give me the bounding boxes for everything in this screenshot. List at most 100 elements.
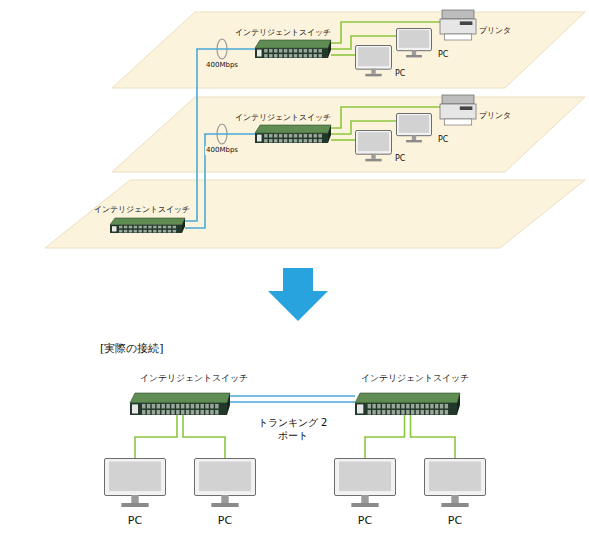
- pc-icon: [396, 113, 432, 143]
- printer-lid: [442, 10, 474, 19]
- network-cable: [230, 396, 355, 402]
- network-cable: [411, 415, 456, 458]
- switch-port: [421, 404, 424, 409]
- pc-device: PC: [355, 130, 392, 162]
- switch-port: [191, 404, 194, 409]
- switch-port: [299, 49, 302, 52]
- monitor-neck: [221, 495, 228, 503]
- switch-port: [119, 230, 122, 233]
- switch-port: [129, 226, 132, 229]
- section-heading: [実際の接続]: [100, 341, 164, 356]
- switch-port: [215, 404, 218, 409]
- monitor-frame: [397, 29, 432, 51]
- switch-port: [382, 404, 385, 409]
- switch-port: [421, 410, 424, 415]
- switch-port: [143, 230, 146, 233]
- pc-device: PC: [424, 458, 486, 508]
- switch-port: [143, 226, 146, 229]
- network-cable: [185, 49, 255, 221]
- pc-device: PC: [104, 458, 166, 508]
- switch-top: [355, 393, 460, 403]
- switch-front: [110, 225, 182, 233]
- switch-port: [163, 226, 166, 229]
- pc-device: PC: [194, 458, 256, 508]
- switch-port: [435, 404, 438, 409]
- printer-tray: [444, 119, 471, 125]
- switch-port: [304, 54, 307, 57]
- pc-icon: [104, 458, 166, 508]
- monitor-base: [121, 503, 148, 507]
- switch-port: [314, 139, 317, 142]
- switch-port: [392, 404, 395, 409]
- switch-port: [162, 404, 165, 409]
- switch-port: [309, 134, 312, 137]
- device-label: PC: [128, 514, 142, 527]
- switch-port: [299, 54, 302, 57]
- switch-icon: [110, 218, 185, 233]
- network-cable: [331, 139, 355, 141]
- switch-port: [152, 404, 155, 409]
- switch-port: [142, 404, 145, 409]
- switch-port: [314, 49, 317, 52]
- pc-device: PC: [396, 28, 432, 58]
- printer-lid: [442, 95, 474, 104]
- switch-logo: [112, 226, 117, 231]
- switch-top: [110, 218, 185, 225]
- printer-tray: [444, 34, 471, 40]
- switch-port: [318, 54, 321, 57]
- switch-port: [142, 410, 145, 415]
- switch-port: [210, 404, 213, 409]
- switch-port: [264, 139, 267, 142]
- switch-port: [284, 134, 287, 137]
- switch-port: [139, 230, 142, 233]
- switch-port: [173, 230, 176, 233]
- switch-port: [269, 134, 272, 137]
- device-label: インテリジェントスイッチ: [94, 205, 190, 215]
- switch-port: [269, 49, 272, 52]
- switch-port: [152, 410, 155, 415]
- switch-port: [387, 410, 390, 415]
- switch-port: [411, 404, 414, 409]
- switch-port: [318, 139, 321, 142]
- switch-port: [157, 410, 160, 415]
- pc-icon: [355, 45, 392, 77]
- switch-port: [368, 404, 371, 409]
- switch-port: [129, 230, 132, 233]
- switch-port: [215, 410, 218, 415]
- floor-plane: [112, 97, 585, 172]
- switch-port: [196, 410, 199, 415]
- switch-device: インテリジェントスイッチ: [255, 40, 331, 58]
- monitor-neck: [131, 495, 138, 503]
- switch-logo: [357, 404, 363, 413]
- device-label: インテリジェントスイッチ: [235, 113, 331, 123]
- printer-panel: [460, 21, 473, 25]
- switch-port: [309, 54, 312, 57]
- switch-port: [406, 410, 409, 415]
- link-label: 400Mbps: [205, 146, 239, 155]
- switch-top: [255, 40, 331, 48]
- switch-port: [148, 230, 151, 233]
- switch-icon: [355, 393, 460, 415]
- pc-icon: [355, 130, 392, 162]
- switch-front: [355, 403, 457, 415]
- switch-port: [304, 134, 307, 137]
- switch-port: [176, 404, 179, 409]
- switch-port: [181, 404, 184, 409]
- device-label: PC: [358, 514, 372, 527]
- device-label: プリンタ: [479, 111, 511, 121]
- switch-port: [186, 410, 189, 415]
- switch-port: [416, 404, 419, 409]
- device-label: PC: [218, 514, 232, 527]
- switch-port: [166, 404, 169, 409]
- switch-port: [318, 49, 321, 52]
- switch-side: [328, 125, 331, 143]
- monitor-frame: [105, 459, 166, 496]
- pc-icon: [424, 458, 486, 508]
- switch-port: [445, 410, 448, 415]
- switch-port: [397, 410, 400, 415]
- switch-port: [279, 134, 282, 137]
- switch-top: [130, 393, 230, 403]
- monitor-base: [351, 503, 378, 507]
- switch-port: [274, 49, 277, 52]
